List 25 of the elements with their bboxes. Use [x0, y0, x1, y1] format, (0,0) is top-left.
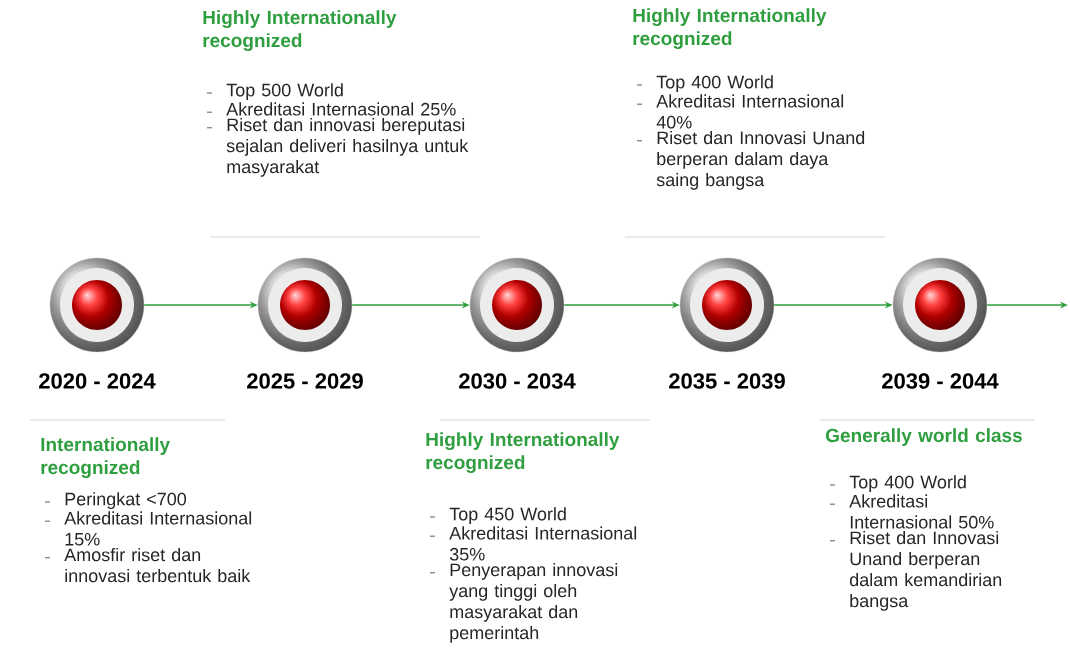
bullet-item: Top 450 World	[449, 507, 566, 524]
year-label: 2030 - 2034	[459, 373, 576, 389]
bullet-item: Amosfir riset dan innovasi terbentuk baik	[64, 548, 251, 583]
bullet-item: Top 500 World	[226, 83, 343, 100]
bullet-item: Riset dan Innovasi Unand berperan dalam kemandirian bangsa	[849, 531, 1002, 611]
bullet-item: Akreditasi Internasional 25%	[226, 102, 456, 116]
bullet-item: Akreditasi Internasional 15%	[64, 511, 252, 546]
milestone-heading: Highly Internationally recognized	[203, 10, 397, 51]
bullet-item: Top 400 World	[656, 75, 773, 92]
milestone-heading: Highly Internationally recognized	[426, 432, 620, 473]
bullet-item: Penyerapan innovasi yang tinggi oleh masyarakat dan pemerintah	[449, 563, 618, 643]
bullet-item: Akreditasi Internasional 35%	[449, 526, 637, 561]
bullet-item: Peringkat <700	[65, 492, 187, 509]
bullet-item: Riset dan innovasi bereputasi sejalan deliveri hasilnya untuk masyarakat	[226, 118, 469, 177]
year-label: 2039 - 2044	[882, 373, 999, 389]
bullet-item: Top 400 World	[849, 475, 966, 492]
bullet-item: Riset dan Innovasi Unand berperan dalam daya saing bangsa	[656, 131, 865, 190]
year-label: 2035 - 2039	[669, 373, 785, 389]
bullet-item: Akreditasi Internasional 50%	[849, 494, 994, 529]
milestone-heading: Internationally recognized	[41, 437, 170, 478]
year-label: 2025 - 2029	[247, 373, 363, 389]
year-label: 2020 - 2024	[39, 373, 156, 389]
milestone-heading: Highly Internationally recognized	[633, 8, 827, 49]
milestone-heading: Generally world class	[826, 428, 1022, 446]
bullet-item: Akreditasi Internasional 40%	[656, 94, 844, 129]
